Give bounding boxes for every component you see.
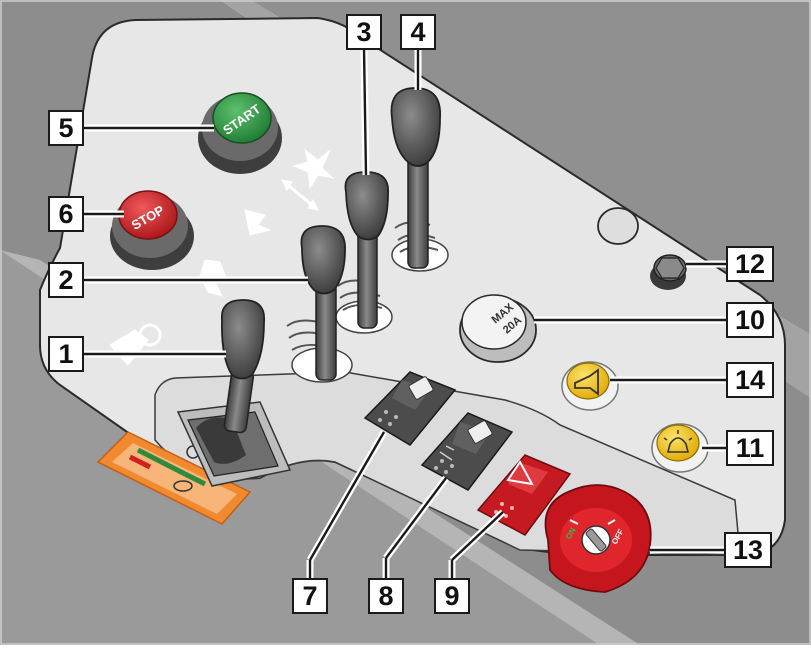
callout-2: 2 bbox=[48, 262, 84, 298]
horn-button[interactable] bbox=[561, 361, 619, 411]
stop-button[interactable]: STOP bbox=[110, 190, 194, 270]
blank-plug bbox=[597, 207, 639, 245]
horn-icon bbox=[574, 368, 599, 396]
callout-6: 6 bbox=[48, 196, 84, 232]
callout-8: 8 bbox=[368, 578, 404, 614]
callout-5: 5 bbox=[48, 110, 84, 146]
callout-11: 11 bbox=[726, 430, 774, 466]
work-light-icon bbox=[408, 376, 434, 400]
callout-10: 10 bbox=[726, 302, 774, 338]
tilt-icon bbox=[109, 329, 149, 366]
callout-9: 9 bbox=[434, 578, 470, 614]
callout-4: 4 bbox=[400, 14, 436, 50]
chute-icon bbox=[244, 209, 272, 236]
callout-13: 13 bbox=[724, 532, 772, 568]
fuse-holder[interactable]: MAX 20A bbox=[459, 294, 537, 363]
lever-3[interactable] bbox=[335, 171, 393, 334]
start-button[interactable]: START bbox=[198, 92, 282, 174]
beacon-button[interactable] bbox=[651, 423, 709, 473]
rocker-switch-7[interactable] bbox=[363, 371, 457, 446]
callout-12: 12 bbox=[726, 246, 774, 282]
beacon-icon bbox=[666, 437, 690, 453]
headlight-icon bbox=[467, 420, 493, 444]
ignition-key bbox=[585, 528, 607, 552]
warning-sticker bbox=[96, 431, 252, 525]
callout-1: 1 bbox=[48, 336, 84, 372]
joystick-lever-1[interactable] bbox=[176, 299, 292, 487]
callout-7: 7 bbox=[292, 578, 328, 614]
ignition-key-switch[interactable]: ON OFF bbox=[544, 484, 652, 593]
callout-14: 14 bbox=[726, 362, 774, 398]
leader-lines bbox=[84, 47, 726, 580]
refresh-icon bbox=[138, 323, 162, 347]
rotation-icon bbox=[292, 148, 335, 190]
lever-2[interactable] bbox=[286, 225, 353, 383]
lever-4[interactable] bbox=[390, 87, 449, 272]
power-socket[interactable] bbox=[650, 254, 687, 290]
updown-arrow-icon bbox=[287, 183, 313, 207]
hazard-triangle-icon bbox=[506, 460, 534, 486]
rocker-switch-8[interactable] bbox=[420, 412, 514, 491]
callout-3: 3 bbox=[346, 14, 382, 50]
